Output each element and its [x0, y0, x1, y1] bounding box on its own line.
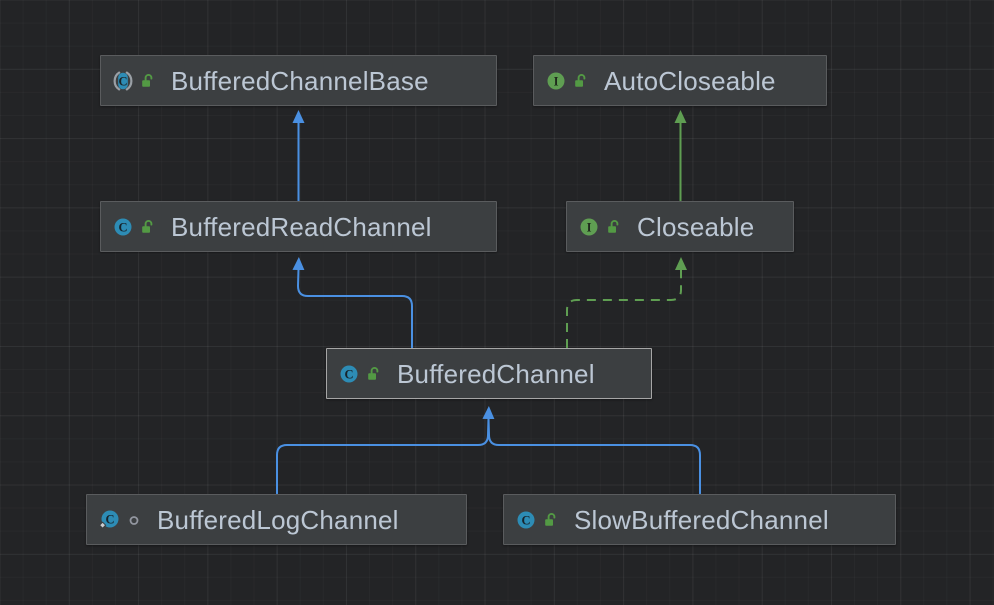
unlocked-public-icon [542, 511, 560, 529]
uml-node-buffered-channel[interactable]: C BufferedChannel [326, 348, 652, 399]
svg-text:C: C [344, 367, 353, 381]
uml-node-buffered-channel-base[interactable]: C BufferedChannelBase [100, 55, 497, 106]
uml-node-buffered-log-channel[interactable]: C BufferedLogChannel [86, 494, 467, 545]
unlocked-public-icon [605, 218, 623, 236]
class-icon: C [111, 215, 135, 239]
uml-node-label: AutoCloseable [604, 65, 776, 96]
node-icon-group: I [544, 69, 590, 93]
uml-node-auto-closeable[interactable]: I AutoCloseable [533, 55, 827, 106]
unlocked-public-icon [139, 72, 157, 90]
edge-slow-to-channel [487, 417, 701, 494]
node-icon-group: C [337, 362, 383, 386]
node-icon-group: C [97, 508, 143, 532]
svg-text:C: C [118, 74, 127, 88]
node-icon-group: C [111, 69, 157, 93]
uml-node-label: BufferedChannelBase [171, 65, 429, 96]
uml-node-label: SlowBufferedChannel [574, 504, 829, 535]
svg-text:I: I [587, 220, 592, 234]
unlocked-public-icon [139, 218, 157, 236]
interface-icon: I [544, 69, 568, 93]
uml-node-label: Closeable [637, 211, 755, 242]
edge-channel-to-read [292, 257, 413, 348]
class-icon: C [514, 508, 538, 532]
svg-text:I: I [554, 74, 559, 88]
unlocked-public-icon [572, 72, 590, 90]
uml-node-slow-buffered-channel[interactable]: C SlowBufferedChannel [503, 494, 896, 545]
node-icon-group: C [514, 508, 560, 532]
svg-text:C: C [521, 513, 530, 527]
class-test-icon: C [97, 508, 121, 532]
svg-text:C: C [105, 512, 114, 526]
package-private-icon [125, 511, 143, 529]
uml-node-buffered-read-channel[interactable]: C BufferedReadChannel [100, 201, 497, 252]
class-icon: C [337, 362, 361, 386]
edge-log-to-channel [276, 406, 495, 494]
node-icon-group: I [577, 215, 623, 239]
svg-text:C: C [118, 220, 127, 234]
uml-node-label: BufferedLogChannel [157, 504, 399, 535]
abstract-class-icon: C [111, 69, 135, 93]
uml-node-label: BufferedReadChannel [171, 211, 432, 242]
unlocked-public-icon [365, 365, 383, 383]
uml-node-closeable[interactable]: I Closeable [566, 201, 794, 252]
interface-icon: I [577, 215, 601, 239]
uml-node-label: BufferedChannel [397, 358, 595, 389]
edge-channel-to-closeable [566, 257, 687, 348]
node-icon-group: C [111, 215, 157, 239]
